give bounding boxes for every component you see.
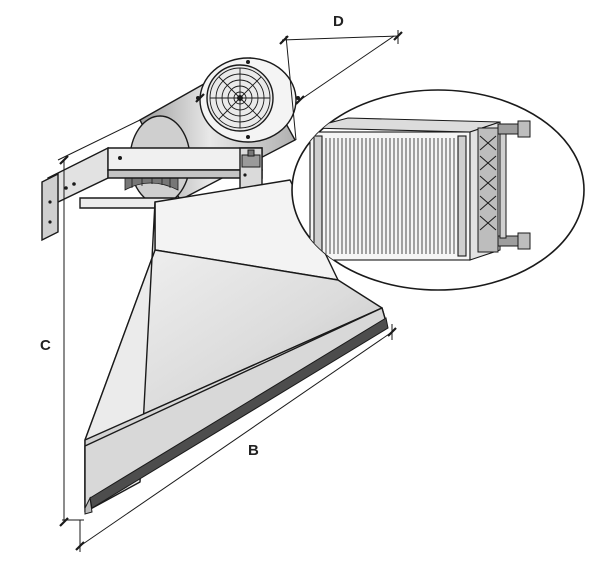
coil-fins bbox=[325, 138, 455, 254]
pipe-fitting-icon bbox=[241, 149, 261, 168]
dimension-label-c: C bbox=[40, 337, 51, 354]
coil-manifold bbox=[477, 127, 499, 253]
coil-detail-callout bbox=[291, 89, 585, 291]
bracket-screws bbox=[48, 156, 247, 224]
coil-pipe-connections bbox=[497, 120, 531, 250]
heating-coil bbox=[309, 117, 501, 261]
fan-grille-icon bbox=[209, 67, 271, 129]
plenum-body bbox=[84, 179, 387, 513]
dimension-label-b: B bbox=[248, 442, 259, 459]
dimension-label-d: D bbox=[333, 13, 344, 30]
dimension-ticks bbox=[59, 31, 403, 551]
discharge-grille bbox=[84, 317, 389, 515]
dimension-lines bbox=[57, 30, 399, 552]
